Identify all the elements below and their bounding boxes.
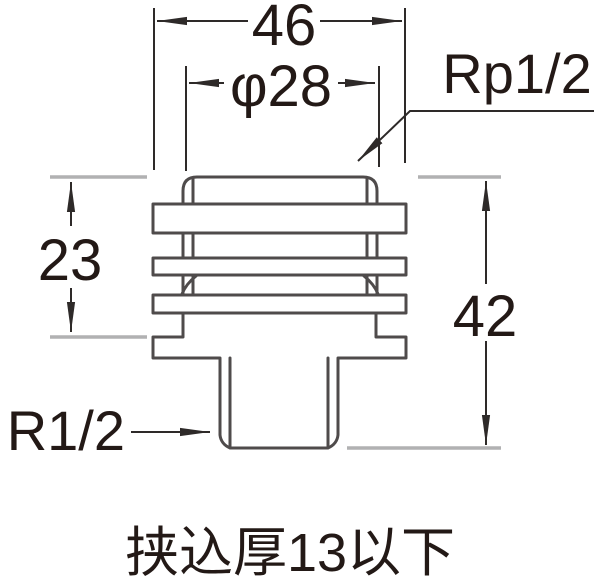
top-thread-text: Rp1/2 bbox=[442, 42, 591, 105]
fitting-outline bbox=[151, 175, 408, 450]
bottom-thread-text: R1/2 bbox=[7, 399, 125, 462]
flange-top bbox=[151, 202, 408, 235]
top-cap bbox=[180, 175, 380, 302]
upper-height-text: 23 bbox=[38, 228, 103, 293]
overall-width-text: 46 bbox=[252, 0, 317, 58]
cap-diameter-text: φ28 bbox=[230, 54, 332, 119]
lower-body bbox=[151, 311, 408, 450]
flange-bottom bbox=[151, 293, 408, 315]
flange-middle bbox=[151, 256, 408, 277]
top-thread-leader bbox=[357, 110, 594, 162]
extension-lines bbox=[50, 175, 501, 450]
overall-height-text: 42 bbox=[453, 284, 518, 349]
caption-text: 挟込厚13以下 bbox=[125, 523, 455, 583]
